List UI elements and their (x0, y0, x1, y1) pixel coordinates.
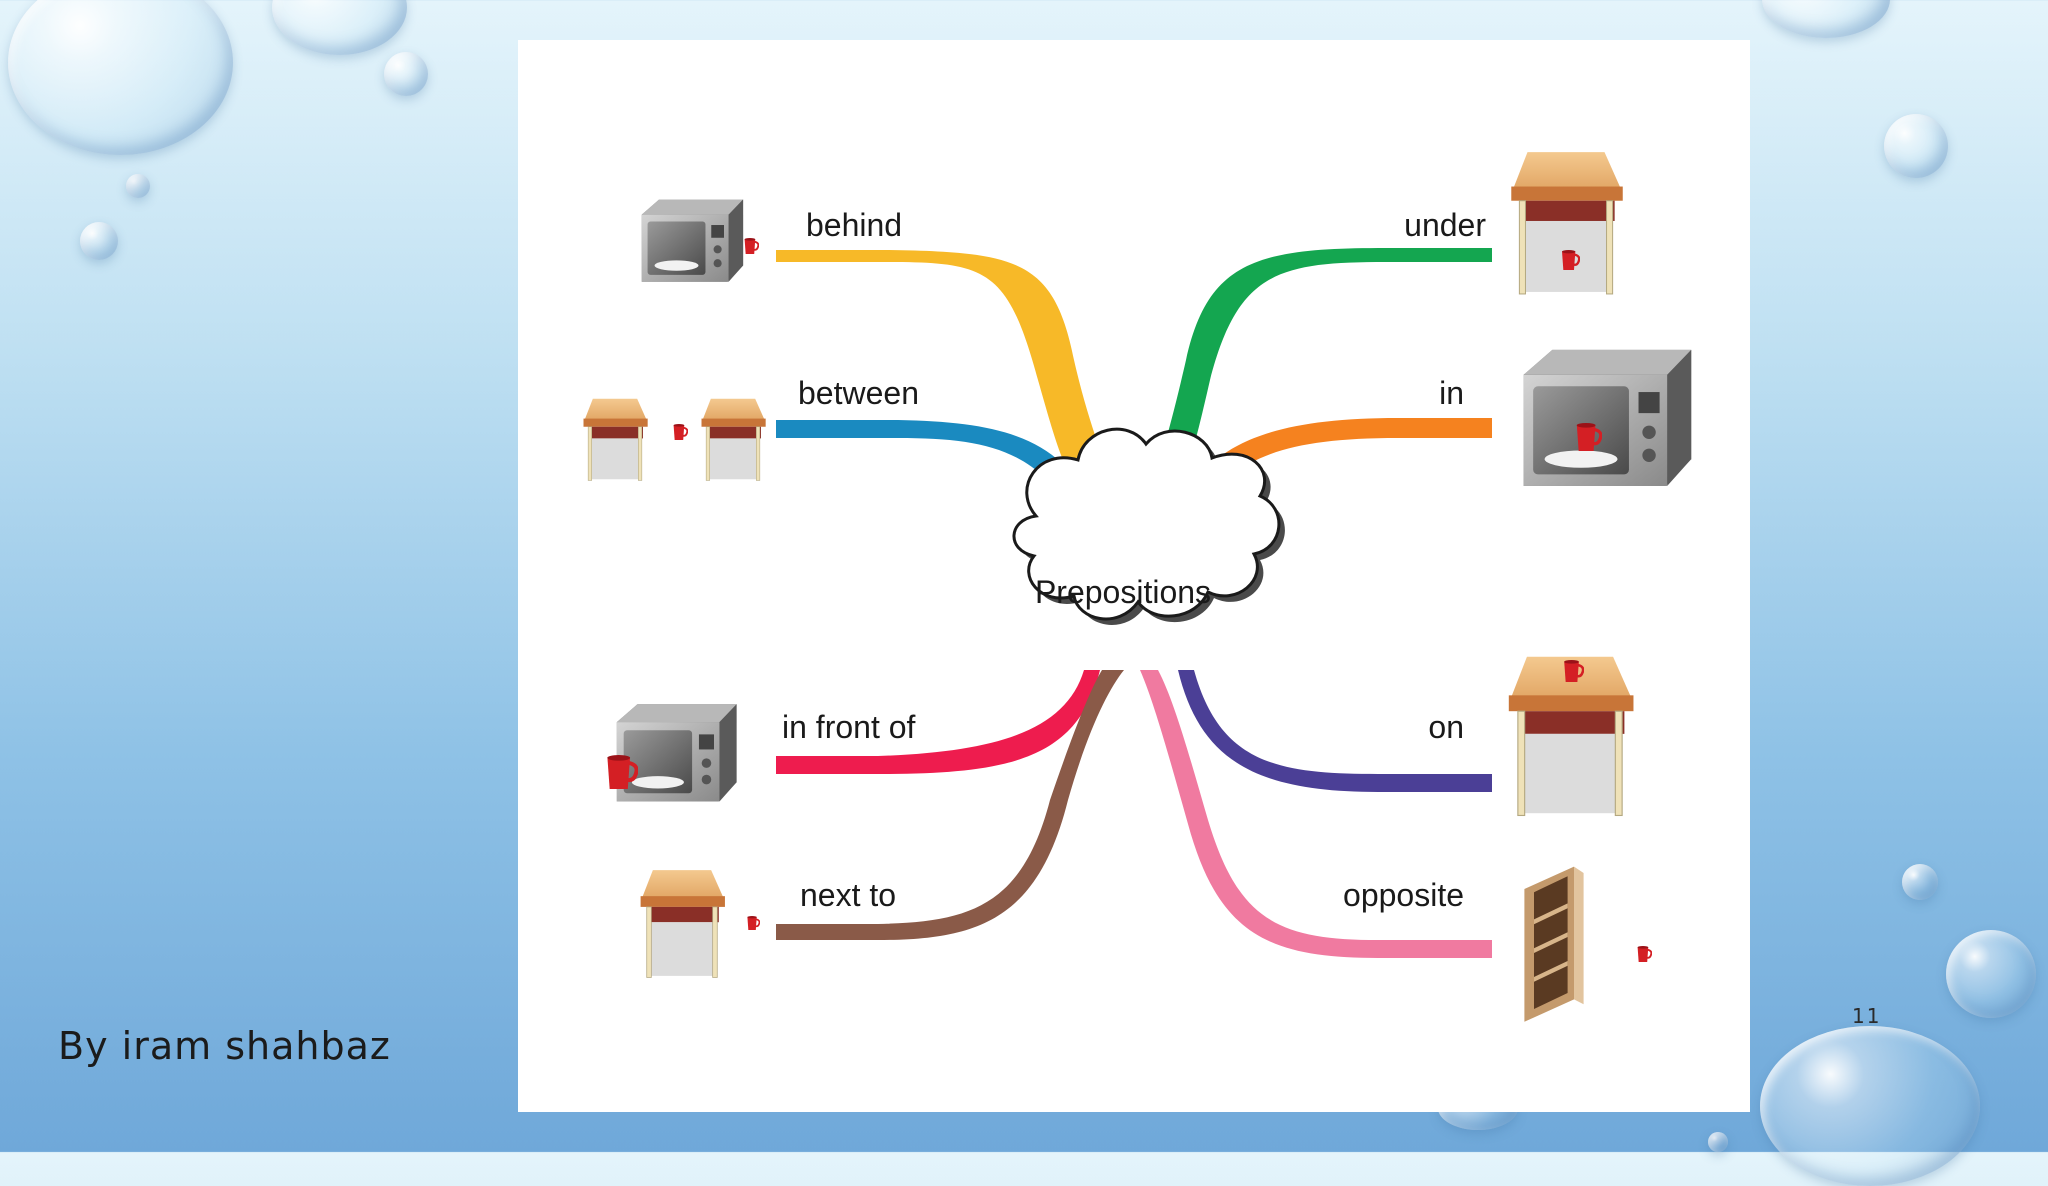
branch-ribbons (776, 248, 1492, 958)
droplet-decoration (8, 0, 233, 155)
table-with-cup-under-icon (1510, 151, 1624, 295)
branch-in-label: in (1439, 375, 1464, 411)
table-with-cup-on-icon (1508, 656, 1635, 817)
branch-on-label: on (1428, 709, 1464, 745)
branch-under-label: under (1404, 207, 1486, 243)
droplet-decoration (1762, 0, 1890, 38)
droplet-decoration (1884, 114, 1948, 178)
bookshelf-with-cup-opposite-icon (1524, 866, 1652, 1022)
branch-next-to-ribbon (776, 670, 1124, 940)
branch-between-label: between (798, 375, 919, 411)
branch-under-ribbon (1142, 248, 1492, 520)
droplet-decoration (1708, 1132, 1728, 1152)
droplet-decoration (1902, 864, 1938, 900)
branch-behind-ribbon (776, 250, 1124, 520)
branch-behind-label: behind (806, 207, 902, 243)
author-credit: By iram shahbaz (58, 1024, 391, 1068)
microwave-with-cup-behind-icon (641, 199, 759, 282)
prepositions-mind-map: Prepositions behind between in front of … (583, 151, 1692, 1022)
branch-opposite-ribbon (1140, 670, 1492, 958)
droplet-decoration (80, 222, 118, 260)
table-with-cup-next-to-icon (640, 869, 760, 978)
droplet-decoration (126, 174, 150, 198)
droplet-decoration (272, 0, 407, 55)
branch-in-front-of-label: in front of (782, 709, 916, 745)
branch-in-ribbon (1178, 418, 1492, 520)
droplet-decoration (1946, 930, 2036, 1018)
microwave-with-cup-in-icon (1523, 349, 1692, 486)
center-label: Prepositions (1035, 574, 1211, 610)
microwave-with-cup-in-front-icon (607, 704, 737, 802)
branch-in-front-of-ribbon (776, 670, 1100, 774)
cup-between-two-tables-icon (583, 398, 766, 481)
branch-opposite-label: opposite (1343, 877, 1464, 913)
branch-on-ribbon (1178, 670, 1492, 792)
branch-between-ribbon (776, 420, 1098, 522)
droplet-decoration (384, 52, 428, 96)
page-number: 11 (1852, 1004, 1882, 1028)
center-cloud (1012, 427, 1285, 625)
branch-next-to-label: next to (800, 877, 896, 913)
droplet-decoration (1760, 1026, 1980, 1186)
prepositions-mind-map-card: Prepositions behind between in front of … (518, 40, 1750, 1112)
